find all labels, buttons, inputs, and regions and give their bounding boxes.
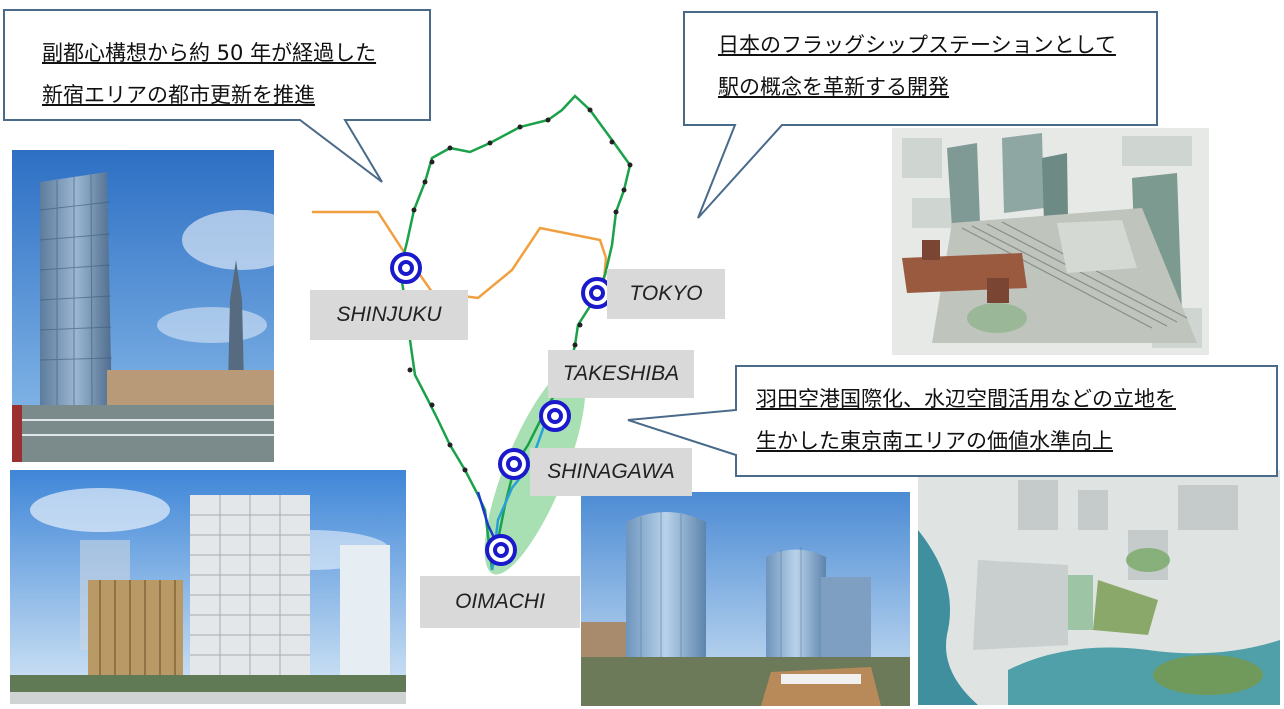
callout-tokyo-line2: 駅の概念を革新する開発 [718, 75, 949, 99]
station-marker-shinjuku [390, 252, 422, 284]
callout-shinjuku-line2: 新宿エリアの都市更新を推進 [42, 83, 315, 107]
station-marker-takeshiba [539, 400, 571, 432]
callout-south-shape [627, 365, 1278, 477]
station-marker-shinagawa [498, 448, 530, 480]
callout-south-line2: 生かした東京南エリアの価値水準向上 [756, 429, 1113, 453]
photo-takeshiba-tower [10, 470, 406, 704]
callout-shinjuku-shape [3, 9, 431, 183]
callout-shinjuku-text: 副都心構想から約 50 年が経過した 新宿エリアの都市更新を推進 [42, 32, 376, 116]
yamanote-line [398, 94, 632, 571]
intermediate-stations [407, 107, 633, 473]
photo-tokyo-station-aerial [892, 128, 1209, 355]
station-label-tokyo: TOKYO [607, 269, 725, 319]
photo-waterfront-aerial [918, 470, 1280, 705]
station-label-oimachi: OIMACHI [420, 576, 580, 628]
callout-tokyo-shape [683, 11, 1158, 219]
station-label-shinagawa: SHINAGAWA [530, 448, 692, 496]
callout-south-line1: 羽田空港国際化、水辺空間活用などの立地を [756, 387, 1176, 411]
station-label-takeshiba: TAKESHIBA [548, 350, 694, 398]
chuo-line [312, 210, 608, 300]
callout-south-text: 羽田空港国際化、水辺空間活用などの立地を 生かした東京南エリアの価値水準向上 [756, 378, 1176, 462]
station-label-shinjuku: SHINJUKU [310, 290, 468, 340]
callout-tokyo-text: 日本のフラッグシップステーションとして 駅の概念を革新する開発 [718, 24, 1116, 108]
callout-tokyo-line1: 日本のフラッグシップステーションとして [718, 33, 1116, 57]
callout-shinjuku-line1: 副都心構想から約 50 年が経過した [42, 41, 377, 65]
photo-shinagawa-towers [581, 492, 910, 706]
station-marker-oimachi [485, 534, 517, 566]
photo-shinjuku-tower [12, 150, 274, 462]
